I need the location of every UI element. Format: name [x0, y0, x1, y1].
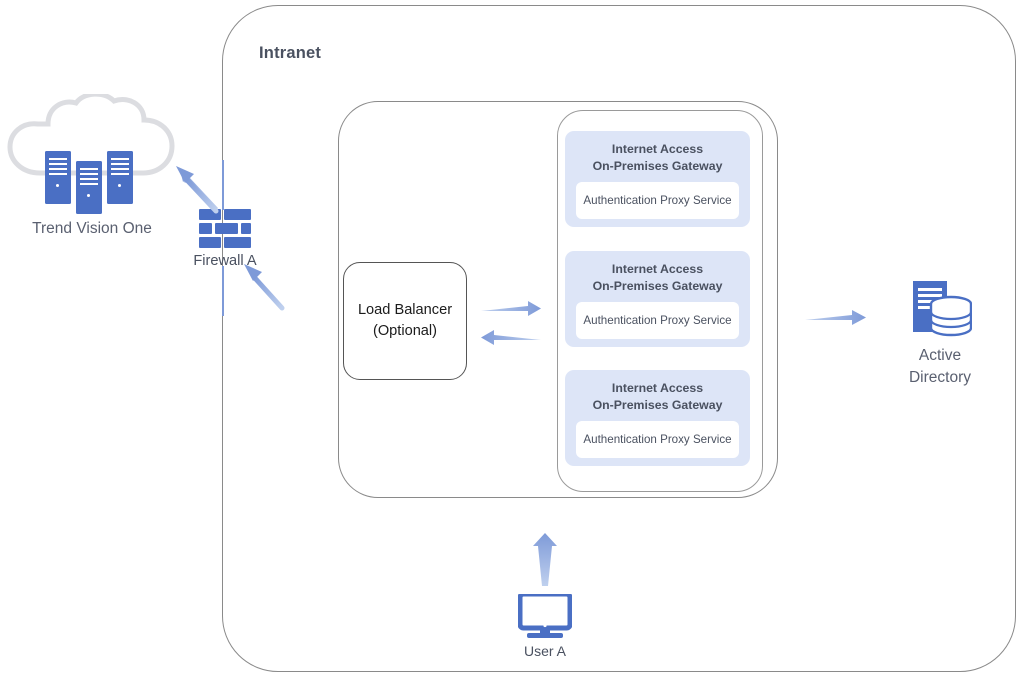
- active-directory-line1: Active: [918, 347, 962, 364]
- gateway-title-line1: Internet Access: [611, 262, 704, 276]
- server-icon-1: [45, 151, 71, 204]
- gateway-card-1: Internet Access On-Premises Gateway Auth…: [565, 131, 750, 227]
- arrow-user-to-network: [533, 533, 557, 586]
- network-link-line-upper: [222, 160, 225, 210]
- firewall-brick-wall-icon: [199, 209, 251, 251]
- gateway-title-line1: Internet Access: [611, 142, 704, 156]
- gateway-title-line1: Internet Access: [611, 381, 704, 395]
- gateway-title-1: Internet Access On-Premises Gateway: [565, 141, 750, 175]
- arrow-load-balancer-to-gateways: [481, 301, 541, 316]
- auth-proxy-service-2: Authentication Proxy Service: [576, 302, 739, 339]
- gateway-title-2: Internet Access On-Premises Gateway: [565, 261, 750, 295]
- arrow-firewall-to-cloud-lower: [244, 264, 285, 311]
- active-directory-line2: Directory: [908, 369, 971, 386]
- gateway-card-2: Internet Access On-Premises Gateway Auth…: [565, 251, 750, 347]
- load-balancer-title: Load Balancer: [357, 302, 453, 318]
- intranet-container: [222, 5, 1016, 672]
- cloud-label: Trend Vision One: [32, 220, 152, 237]
- auth-proxy-service-3: Authentication Proxy Service: [576, 421, 739, 458]
- server-icon-2: [76, 161, 102, 214]
- gateway-title-line2: On-Premises Gateway: [592, 279, 723, 293]
- firewall-label: Firewall A: [193, 253, 257, 269]
- gateway-title-line2: On-Premises Gateway: [592, 398, 723, 412]
- server-stack-icon: [45, 151, 135, 214]
- arrow-gateways-to-active-directory: [805, 310, 866, 325]
- arrow-firewall-to-cloud-upper: [176, 166, 219, 214]
- auth-proxy-service-1: Authentication Proxy Service: [576, 182, 739, 219]
- gateway-card-3: Internet Access On-Premises Gateway Auth…: [565, 370, 750, 466]
- network-link-line-lower: [222, 266, 225, 316]
- server-icon-3: [107, 151, 133, 204]
- load-balancer-box: Load Balancer (Optional): [343, 262, 467, 380]
- load-balancer-subtitle: (Optional): [372, 323, 438, 339]
- arrow-gateways-to-load-balancer: [481, 330, 541, 345]
- gateway-title-line2: On-Premises Gateway: [592, 159, 723, 173]
- active-directory-label: Active Directory: [875, 345, 1005, 389]
- user-label: User A: [523, 643, 566, 659]
- intranet-label: Intranet: [259, 44, 322, 62]
- gateway-title-3: Internet Access On-Premises Gateway: [565, 380, 750, 414]
